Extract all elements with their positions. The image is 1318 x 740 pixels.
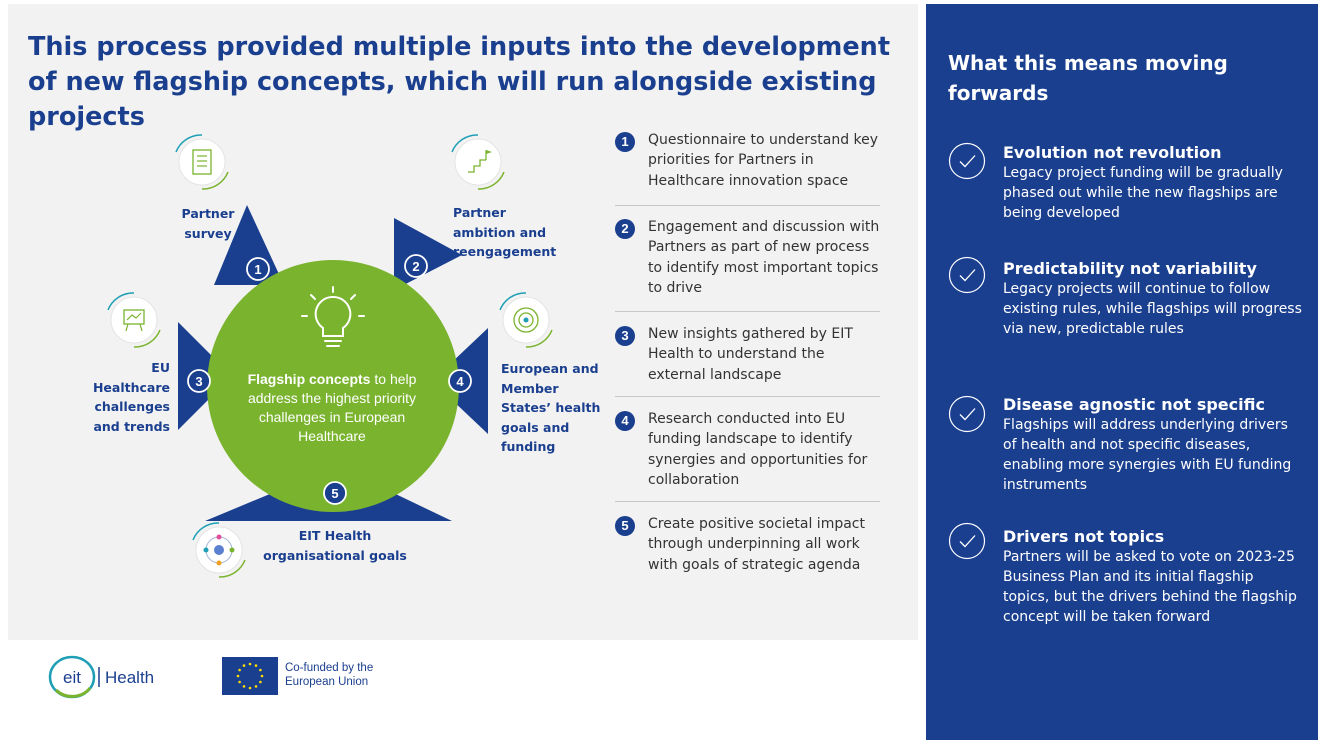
ambition-icon xyxy=(451,134,505,190)
input-label-5: EIT Health organisational goals xyxy=(263,528,407,563)
step-divider xyxy=(615,396,880,397)
svg-text:5: 5 xyxy=(331,486,338,501)
sidebar-item-body: Legacy project funding will be gradually… xyxy=(1003,165,1283,221)
sidebar-item: Drivers not topics Partners will be aske… xyxy=(1003,526,1303,627)
badge-5: 5 xyxy=(323,481,347,505)
process-diagram: 1 2 3 4 5 xyxy=(107,134,553,578)
step-divider xyxy=(615,501,880,502)
step-number: 2 xyxy=(615,219,635,239)
step-number: 4 xyxy=(615,411,635,431)
input-label-2: Partner ambition and reengagement xyxy=(453,205,557,259)
eu-flag-icon xyxy=(222,657,278,695)
svg-text:2: 2 xyxy=(412,259,419,274)
sidebar-item-body: Flagships will address underlying driver… xyxy=(1003,417,1292,493)
badge-3: 3 xyxy=(187,369,211,393)
sidebar-item: Predictability not variability Legacy pr… xyxy=(1003,258,1303,339)
checkmark-circle-icon xyxy=(948,142,986,180)
step-divider xyxy=(615,311,880,312)
checkmark-circle-icon xyxy=(948,522,986,560)
sidebar-item-body: Partners will be asked to vote on 2023-2… xyxy=(1003,549,1297,625)
step-divider xyxy=(615,205,880,206)
chart-icon xyxy=(107,292,161,348)
svg-text:4: 4 xyxy=(456,374,464,389)
survey-icon xyxy=(175,134,229,190)
step-number: 5 xyxy=(615,516,635,536)
svg-text:eit: eit xyxy=(63,668,81,687)
target-icon xyxy=(499,292,553,348)
input-label-4: European and Member States’ health goals… xyxy=(501,361,601,454)
center-text-bold: Flagship concepts xyxy=(247,371,371,387)
input-arrow-2 xyxy=(394,218,462,290)
svg-text:1: 1 xyxy=(254,262,261,277)
step-text: New insights gathered by EIT Health to u… xyxy=(648,326,853,383)
center-text-rest: to help address the highest priority cha… xyxy=(247,371,417,444)
sidebar-item-heading: Drivers not topics xyxy=(1003,527,1165,546)
sidebar-item: Evolution not revolution Legacy project … xyxy=(1003,142,1303,223)
sidebar-item-heading: Evolution not revolution xyxy=(1003,143,1222,162)
sidebar-panel xyxy=(926,4,1318,740)
sidebar-item-heading: Disease agnostic not specific xyxy=(1003,395,1265,414)
content-panel xyxy=(8,4,918,640)
eit-health-logo: eit Health xyxy=(48,655,154,699)
sidebar-item: Disease agnostic not specific Flagships … xyxy=(1003,394,1303,495)
svg-text:3: 3 xyxy=(195,374,202,389)
sidebar-item-body: Legacy projects will continue to follow … xyxy=(1003,281,1302,337)
network-icon xyxy=(192,522,246,578)
flagship-circle xyxy=(207,260,459,512)
sidebar-title: What this means moving forwards xyxy=(948,51,1228,105)
step-text: Engagement and discussion with Partners … xyxy=(648,219,880,296)
badge-1: 1 xyxy=(246,257,270,281)
badge-4: 4 xyxy=(448,369,472,393)
input-label-3: EU Healthcare challenges and trends xyxy=(92,360,170,434)
sidebar-item-heading: Predictability not variability xyxy=(1003,259,1257,278)
step-text: Research conducted into EU funding lands… xyxy=(648,411,868,488)
checkmark-circle-icon xyxy=(948,256,986,294)
checkmark-circle-icon xyxy=(948,395,986,433)
step-text: Create positive societal impact through … xyxy=(648,516,865,573)
eu-cofunded-text: Co-funded by the European Union xyxy=(285,662,374,688)
svg-text:Health: Health xyxy=(105,668,154,687)
badge-2: 2 xyxy=(404,254,428,278)
page-title: This process provided multiple inputs in… xyxy=(28,32,891,132)
lightbulb-icon xyxy=(301,286,365,347)
step-number: 3 xyxy=(615,326,635,346)
step-number: 1 xyxy=(615,132,635,152)
input-label-1: Partner survey xyxy=(181,206,235,241)
step-text: Questionnaire to understand key prioriti… xyxy=(648,132,879,189)
flagship-center-text: Flagship concepts to help address the hi… xyxy=(236,370,428,446)
